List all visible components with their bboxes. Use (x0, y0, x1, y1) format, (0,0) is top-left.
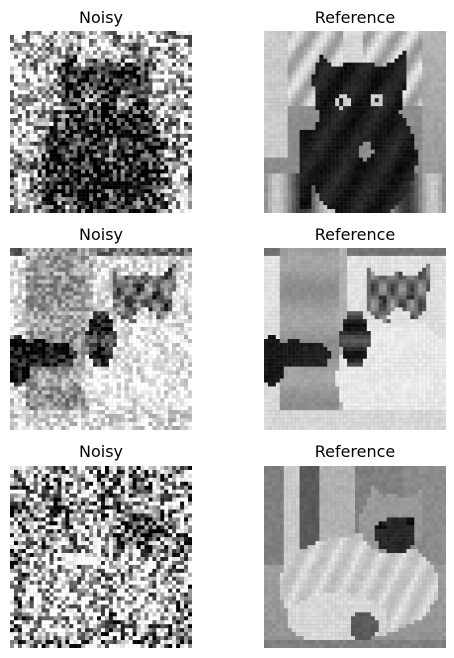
row-1-reference-image (264, 31, 446, 213)
row-2-noisy-title: Noisy (78, 225, 123, 244)
row-2-reference-image (264, 248, 446, 430)
row-2-reference-title: Reference (314, 225, 396, 244)
row-3-reference-title: Reference (314, 442, 396, 461)
row-1-noisy-image (10, 31, 192, 213)
row-1-reference-title: Reference (314, 8, 396, 27)
row-3-noisy-title: Noisy (78, 442, 123, 461)
row-2-noisy-image (10, 248, 192, 430)
row-3-noisy-image (10, 466, 192, 648)
row-1-noisy-title: Noisy (78, 8, 123, 27)
row-3-reference-image (264, 466, 446, 648)
